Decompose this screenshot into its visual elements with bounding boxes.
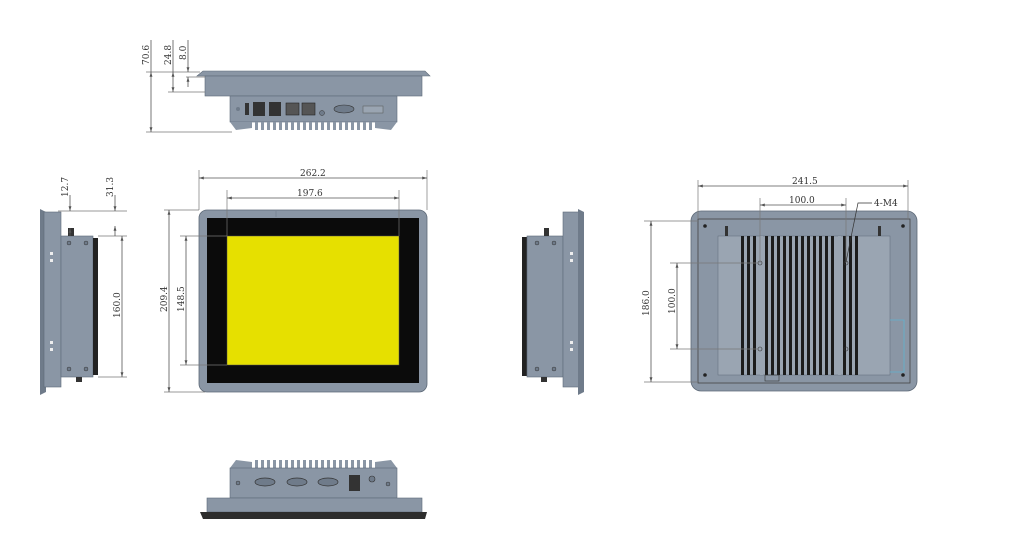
com-port-icon: [317, 477, 339, 487]
left-side-view: 12.7 31.3 160.0: [40, 177, 127, 395]
bottom-view: [200, 460, 427, 519]
display-area: [226, 235, 400, 366]
rear-view: 241.5 100.0 186.0 100.0 4-M4: [642, 177, 918, 392]
dim-display-width: 197.6: [297, 189, 323, 199]
dim-bezel-thickness: 8.0: [179, 45, 189, 60]
top-ports: [236, 102, 384, 116]
screw-icon: [385, 481, 391, 487]
rear-heatsink-fins: [741, 236, 858, 375]
dim-overall-width: 262.2: [300, 169, 326, 179]
bottom-heatsink-fins: [230, 460, 397, 468]
vga-icon: [333, 104, 355, 114]
dim-vesa-h: 100.0: [789, 196, 815, 206]
callout-4-m4: 4-M4: [874, 199, 898, 209]
dim-total-depth: 70.6: [142, 45, 152, 65]
bottom-ports: [235, 475, 391, 491]
dim-mount-height: 186.0: [642, 290, 652, 316]
dim-mount-width: 241.5: [792, 177, 818, 187]
front-view: 262.2 197.6 209.4 148.5: [160, 169, 428, 393]
dim-body-height: 160.0: [113, 292, 123, 318]
usb-dual-icon: [269, 102, 281, 116]
dim-body-depth: 24.8: [164, 45, 174, 65]
hdmi-icon: [245, 103, 249, 115]
dim-overall-height: 209.4: [160, 286, 170, 312]
screw-icon: [235, 480, 241, 486]
usb-dual-icon: [253, 102, 265, 116]
top-view: 70.6 24.8 8.0: [142, 40, 431, 133]
dim-offset-a: 12.7: [61, 177, 71, 197]
power-button-icon: [236, 107, 240, 111]
right-side-view: [522, 209, 584, 395]
lan-icon: [285, 102, 300, 116]
dim-display-height: 148.5: [177, 286, 187, 312]
lan-icon: [301, 102, 316, 116]
dim-offset-b: 31.3: [106, 177, 116, 197]
top-heatsink-fins: [230, 122, 397, 130]
dc-in-icon: [368, 475, 376, 483]
audio-jack-icon: [319, 110, 325, 116]
terminal-block-icon: [362, 105, 384, 114]
com-port-icon: [254, 477, 276, 487]
com-port-icon: [286, 477, 308, 487]
usb-dual-icon: [349, 475, 360, 491]
dim-vesa-v: 100.0: [668, 288, 678, 314]
